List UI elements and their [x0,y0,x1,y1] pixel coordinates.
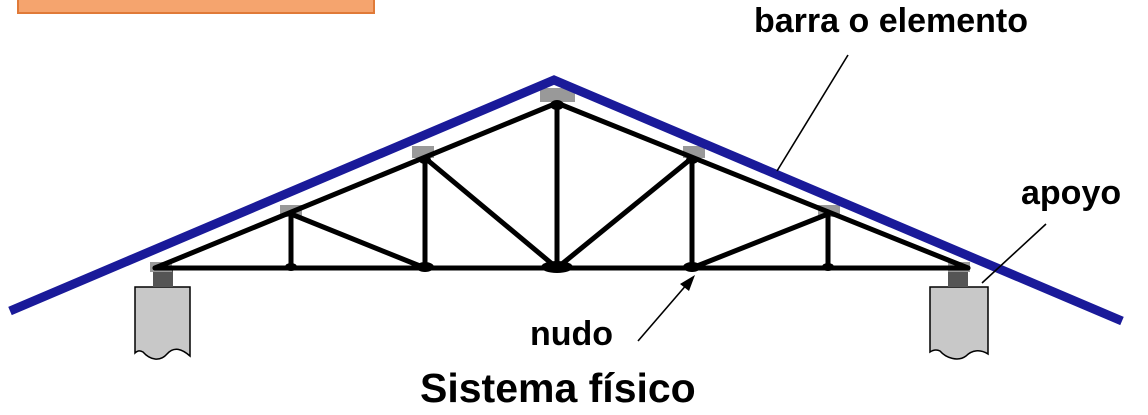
joint-node [822,263,834,271]
right-support-cap [948,270,968,287]
joint-node [285,263,297,271]
header-highlight-box [17,0,375,14]
nudo-arrowhead [680,275,695,291]
top-chord-left [152,100,560,271]
barra-label: barra o elemento [754,2,1028,40]
diagram-title: Sistema físico [420,365,696,411]
leader-lines [637,54,1047,342]
truss-joints [285,100,834,273]
left-support [134,270,191,360]
right-support [929,270,989,360]
joint-node [419,156,431,164]
left-support-cap [153,270,173,287]
nudo-label: nudo [530,315,614,353]
joint-node [541,261,573,273]
truss-members [152,100,971,271]
gusset-plates [150,88,970,272]
diagonal-member [422,155,560,271]
joint-node [550,100,564,110]
joint-node [683,262,701,272]
apoyo-leader-line [981,223,1047,284]
joint-node [686,156,698,164]
right-support-pier [929,286,989,360]
diagonal-member [689,211,831,271]
nudo-leader-line [637,282,689,342]
barra-leader-line [776,54,849,172]
top-chord-right [554,100,971,271]
roof-rafter [8,75,1124,326]
diagonal-member [554,155,695,271]
joint-node [416,262,434,272]
gusset-plate [540,88,575,102]
left-support-pier [134,286,191,360]
diagonal-member [288,211,428,271]
apoyo-label: apoyo [1021,174,1122,212]
